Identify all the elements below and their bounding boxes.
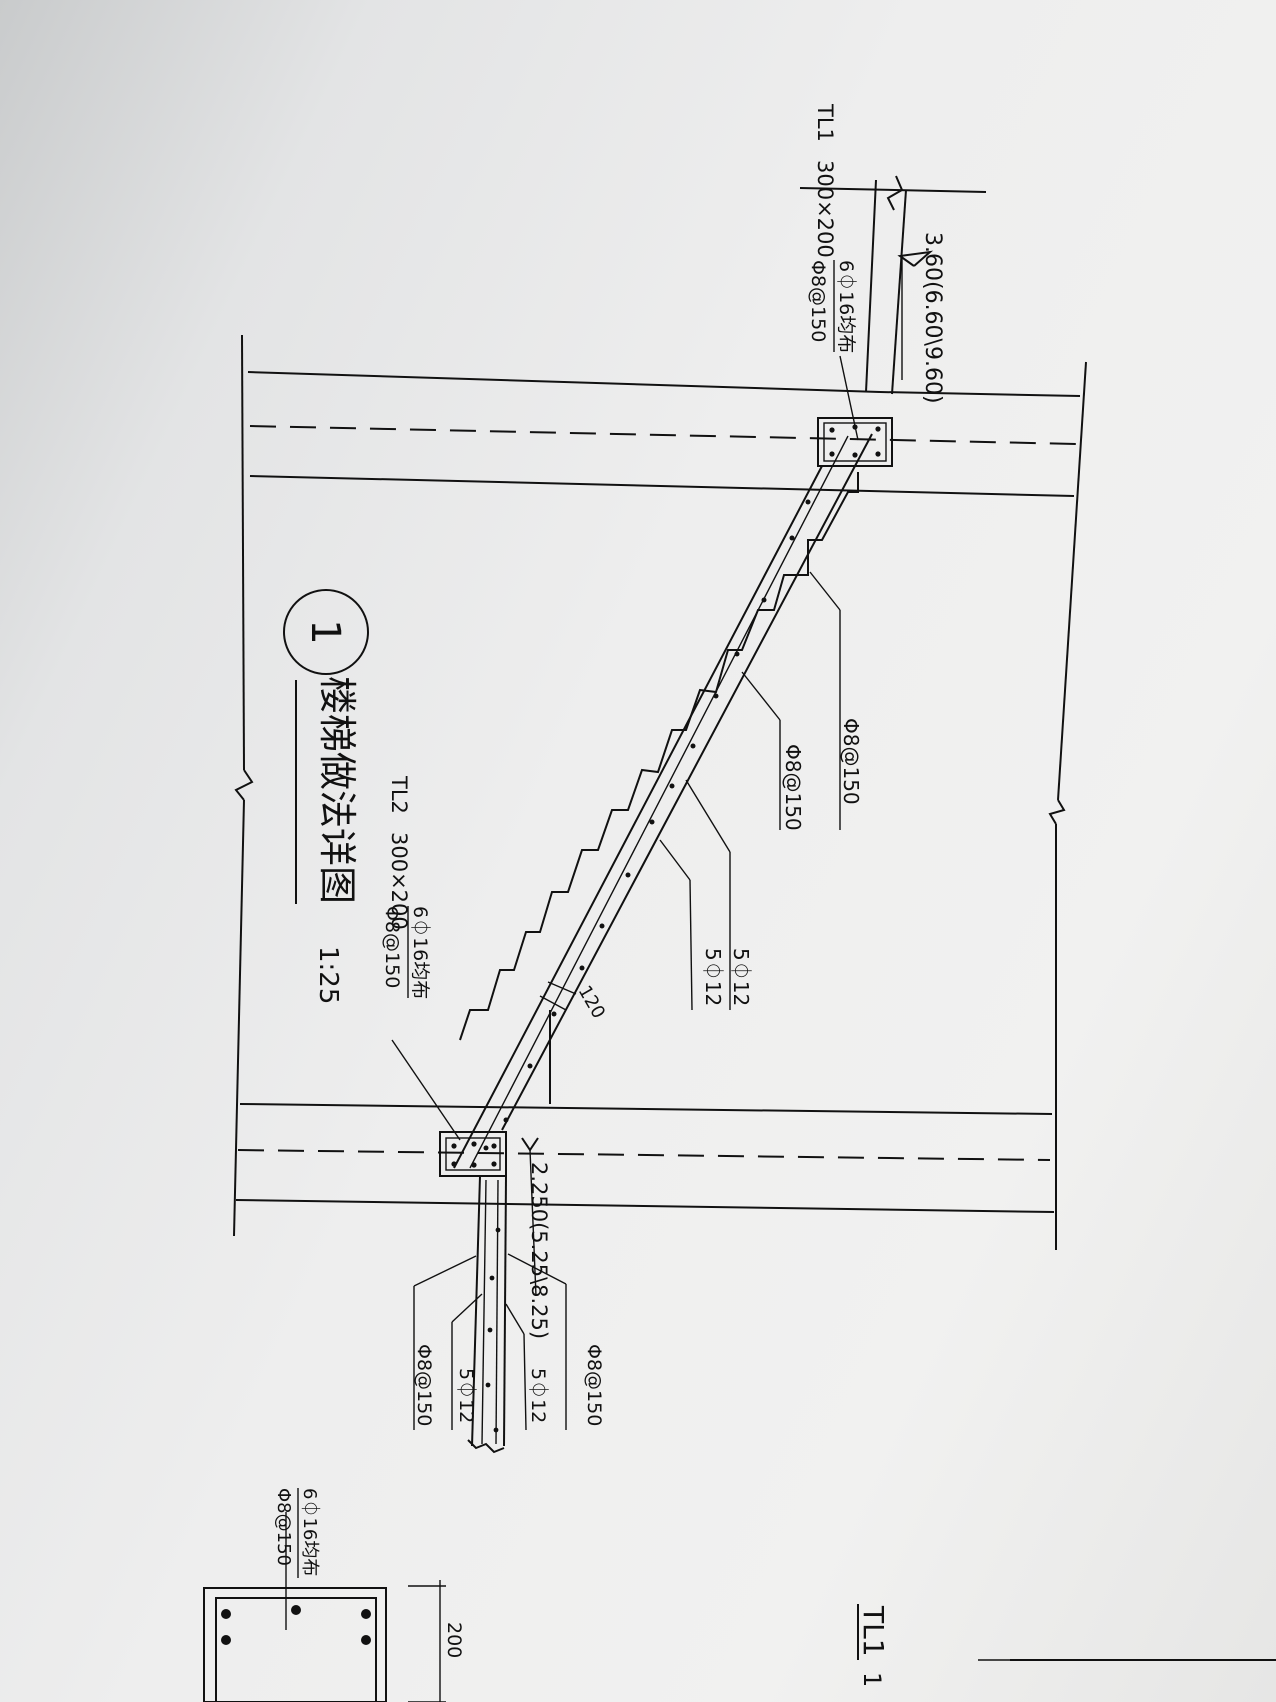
detail-number-circle	[283, 589, 369, 675]
tl1-name: TL1	[813, 103, 837, 142]
bottom-elevation: 2.250(5.25\8.25)	[527, 1162, 551, 1339]
tl2-stirrup: Φ8@150	[381, 906, 403, 988]
leader-lines	[391, 355, 859, 1431]
stair-flight	[453, 433, 873, 1169]
upper-bar-label: 5⏀12	[729, 948, 753, 1006]
tl1-stirrup: Φ8@150	[807, 260, 829, 342]
top-elevation: 3.60(6.60\9.60)	[920, 232, 945, 404]
section-dimension: 200	[443, 1622, 465, 1658]
mid-stirrup-label: Φ8@150	[781, 744, 805, 831]
elevation-markers	[521, 250, 934, 1297]
tl2-label: TL2 300×200	[387, 775, 411, 930]
tl1-section-detail	[203, 1512, 1276, 1702]
tl2-rebar: 6⏀16均布 Φ8@150	[381, 906, 432, 999]
tl2-beam-section	[439, 1131, 507, 1177]
tl1-label: TL1 300×200	[813, 103, 837, 258]
landing-bar-b: 5⏀12	[455, 1368, 478, 1423]
lower-bar-label: 5⏀12	[701, 948, 725, 1006]
slab-thickness: 120	[574, 982, 609, 1022]
tl2-main-rebar: 6⏀16均布	[409, 906, 432, 999]
tl1-main-rebar: 6⏀16均布	[835, 260, 858, 353]
tl2-name: TL2	[387, 775, 411, 814]
tl1-rebar: 6⏀16均布 Φ8@150	[807, 260, 858, 353]
landing-bar-a: 5⏀12	[527, 1368, 550, 1423]
detail-number: 1	[302, 619, 348, 644]
upper-stirrup-label: Φ8@150	[839, 718, 863, 805]
detail-scale: 1:25	[313, 946, 343, 1004]
landing-stirrup-a: Φ8@150	[583, 1344, 605, 1426]
frame-lines	[233, 334, 1087, 1250]
tl1-size: 300×200	[813, 160, 837, 258]
section-main-rebar: 6⏀16均布	[299, 1488, 321, 1576]
detail-title: 楼梯做法详图	[315, 676, 359, 904]
tl2-size: 300×200	[387, 832, 411, 930]
lower-column	[467, 1175, 507, 1454]
upper-column	[799, 175, 987, 395]
section-rebar: 6⏀16均布 Φ8@150	[273, 1488, 321, 1578]
detail-title-block: 1 楼梯做法详图 1:25	[283, 589, 369, 1004]
section-title-suffix: 1	[858, 1672, 886, 1687]
landing-stirrup-b: Φ8@150	[413, 1344, 435, 1426]
section-title: TL1	[857, 1605, 890, 1657]
section-stirrup: Φ8@150	[273, 1488, 294, 1566]
